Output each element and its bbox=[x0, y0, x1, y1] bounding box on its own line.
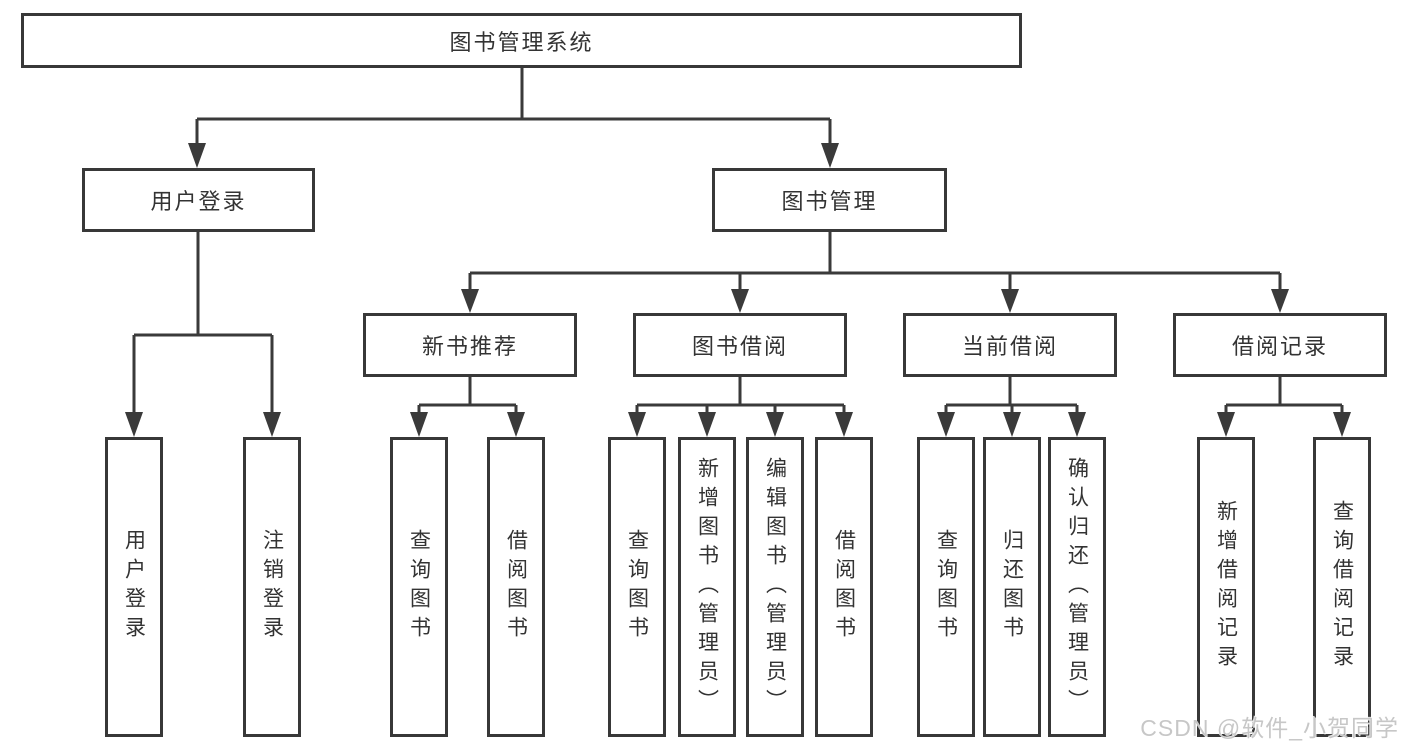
node-leaf-logout-label: 注销登录 bbox=[260, 529, 284, 645]
node-new-book-recommendation: 新书推荐 bbox=[363, 313, 577, 377]
connector-current-borrow-children bbox=[944, 377, 1079, 415]
node-leaf-add-book-admin-label: 新增图书（管理员） bbox=[695, 456, 719, 718]
arrowheads-level2 bbox=[188, 143, 839, 168]
node-leaf-query-books-current-label: 查询图书 bbox=[934, 529, 958, 645]
node-leaf-add-book-admin: 新增图书（管理员） bbox=[678, 437, 736, 737]
node-leaf-return-books-label: 归还图书 bbox=[1000, 529, 1024, 645]
node-current-borrowing: 当前借阅 bbox=[903, 313, 1117, 377]
node-leaf-user-login: 用户登录 bbox=[105, 437, 163, 737]
node-leaf-confirm-return-admin-label: 确认归还（管理员） bbox=[1065, 456, 1089, 718]
node-user-login-branch: 用户登录 bbox=[82, 168, 315, 232]
node-new-book-recommendation-label: 新书推荐 bbox=[421, 334, 518, 359]
node-borrowing-records: 借阅记录 bbox=[1173, 313, 1387, 377]
connector-root-to-level2 bbox=[195, 68, 832, 146]
node-library-management-system-label: 图书管理系统 bbox=[449, 29, 594, 55]
csdn-watermark: CSDN @软件_小贺同学 bbox=[1140, 715, 1399, 741]
connector-new-book-children bbox=[417, 377, 518, 415]
node-leaf-borrow-books-label: 借阅图书 bbox=[832, 529, 856, 645]
node-leaf-edit-book-admin: 编辑图书（管理员） bbox=[746, 437, 804, 737]
node-leaf-query-books-borrowing: 查询图书 bbox=[608, 437, 666, 737]
node-leaf-logout: 注销登录 bbox=[243, 437, 301, 737]
node-leaf-user-login-label: 用户登录 bbox=[122, 529, 146, 645]
arrowheads-level3 bbox=[461, 289, 1289, 313]
node-book-management-branch-label: 图书管理 bbox=[781, 189, 878, 214]
arrowheads-leaves bbox=[410, 412, 1351, 437]
node-borrowing-records-label: 借阅记录 bbox=[1231, 334, 1328, 359]
node-leaf-edit-book-admin-label: 编辑图书（管理员） bbox=[763, 456, 787, 718]
node-leaf-query-books-current: 查询图书 bbox=[917, 437, 975, 737]
node-book-borrowing-label: 图书借阅 bbox=[691, 334, 788, 359]
node-leaf-confirm-return-admin: 确认归还（管理员） bbox=[1048, 437, 1106, 737]
node-leaf-borrow-books-recommend-label: 借阅图书 bbox=[504, 529, 528, 645]
arrowheads-user-login-children bbox=[125, 412, 281, 437]
connector-user-login-children bbox=[132, 232, 274, 415]
node-leaf-add-borrow-record: 新增借阅记录 bbox=[1197, 437, 1255, 737]
node-leaf-borrow-books: 借阅图书 bbox=[815, 437, 873, 737]
node-library-management-system: 图书管理系统 bbox=[21, 13, 1022, 68]
node-current-borrowing-label: 当前借阅 bbox=[961, 334, 1058, 359]
node-leaf-return-books: 归还图书 bbox=[983, 437, 1041, 737]
node-leaf-query-books-recommend: 查询图书 bbox=[390, 437, 448, 737]
node-leaf-query-borrow-record-label: 查询借阅记录 bbox=[1330, 500, 1354, 674]
connector-borrow-record-children bbox=[1224, 377, 1344, 415]
node-leaf-borrow-books-recommend: 借阅图书 bbox=[487, 437, 545, 737]
node-leaf-add-borrow-record-label: 新增借阅记录 bbox=[1214, 500, 1238, 674]
node-book-management-branch: 图书管理 bbox=[712, 168, 947, 232]
node-leaf-query-books-recommend-label: 查询图书 bbox=[407, 529, 431, 645]
connector-book-borrow-children bbox=[635, 377, 846, 415]
node-user-login-branch-label: 用户登录 bbox=[150, 189, 247, 214]
node-leaf-query-books-borrowing-label: 查询图书 bbox=[625, 529, 649, 645]
connector-book-management-to-level3 bbox=[468, 232, 1282, 291]
node-book-borrowing: 图书借阅 bbox=[633, 313, 847, 377]
node-leaf-query-borrow-record: 查询借阅记录 bbox=[1313, 437, 1371, 737]
